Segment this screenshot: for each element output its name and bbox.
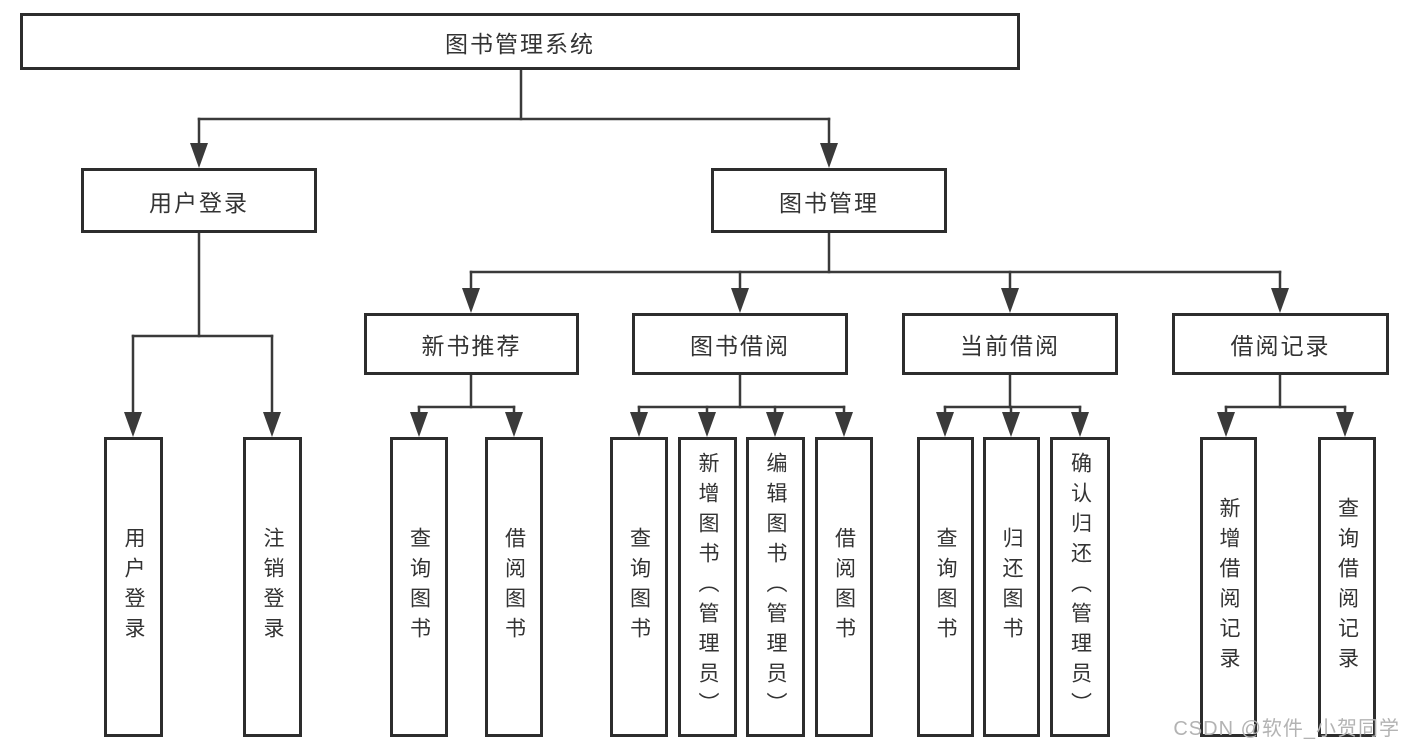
leaf-query-books-recommend: 查询图书 xyxy=(390,437,448,737)
node-book-borrowing: 图书借阅 xyxy=(632,313,848,375)
leaf-borrow-books-borrowing: 借阅图书 xyxy=(815,437,873,737)
node-new-book-recommend: 新书推荐 xyxy=(364,313,579,375)
leaf-confirm-return-admin: 确认归还（管理员） xyxy=(1050,437,1110,737)
node-root: 图书管理系统 xyxy=(20,13,1020,70)
watermark: CSDN @软件_小贺同学 xyxy=(1173,718,1400,740)
leaf-query-books-current: 查询图书 xyxy=(917,437,974,737)
node-borrowing-records: 借阅记录 xyxy=(1172,313,1389,375)
leaf-edit-books-admin: 编辑图书（管理员） xyxy=(746,437,805,737)
node-book-management: 图书管理 xyxy=(711,168,947,233)
leaf-borrow-books-recommend: 借阅图书 xyxy=(485,437,543,737)
leaf-return-books: 归还图书 xyxy=(983,437,1040,737)
leaf-add-borrow-record: 新增借阅记录 xyxy=(1200,437,1257,737)
leaf-query-books-borrowing: 查询图书 xyxy=(610,437,668,737)
leaf-user-login: 用户登录 xyxy=(104,437,163,737)
leaf-query-borrow-record: 查询借阅记录 xyxy=(1318,437,1376,737)
leaf-logout: 注销登录 xyxy=(243,437,302,737)
node-user-login: 用户登录 xyxy=(81,168,317,233)
leaf-add-books-admin: 新增图书（管理员） xyxy=(678,437,737,737)
node-current-borrowing: 当前借阅 xyxy=(902,313,1118,375)
